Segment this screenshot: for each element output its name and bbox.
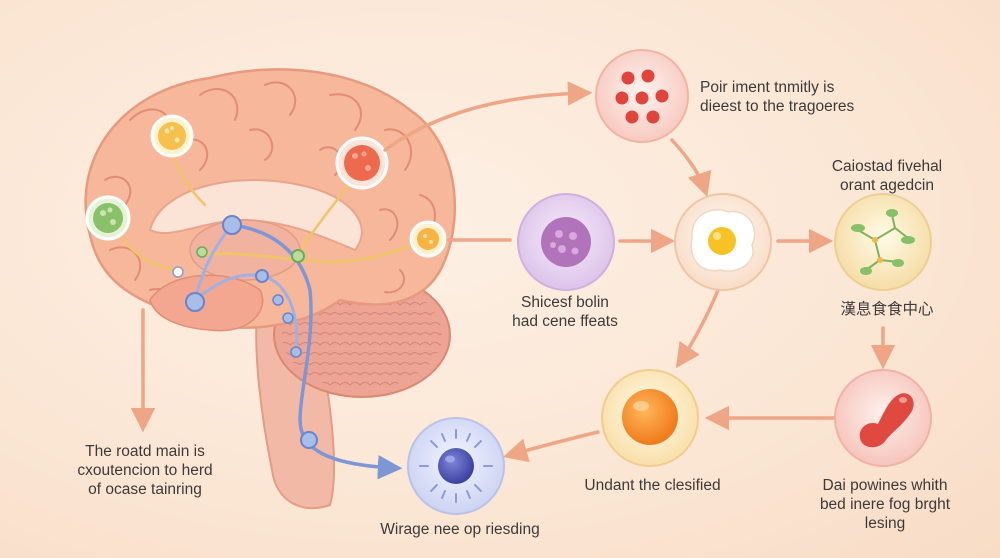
label-center-bottom-line-1: Undant the clesified	[584, 477, 721, 494]
arrow-egg-to-orange	[675, 288, 720, 369]
label-right-cjk-line-1: 漢息食食中心	[840, 301, 934, 318]
inner-lobe	[149, 274, 264, 332]
flow-arrows	[130, 81, 896, 463]
cell-red-dots	[595, 49, 689, 143]
label-right-top: Caiostad fivehal orant agedcin	[812, 157, 962, 195]
label-bottom: Wirage nee op riesding	[360, 520, 560, 539]
cell-purple	[517, 193, 615, 291]
cell-green-small	[85, 195, 131, 241]
label-top: Poir iment tnmitly is dieest to the trag…	[700, 78, 854, 116]
label-left-bottom-line-2: cxoutencion to herd	[77, 462, 213, 479]
label-right-bottom-line-2: bed inere fog brght	[819, 496, 951, 513]
label-center-bottom: Undant the clesified	[565, 476, 740, 495]
label-right-bottom-line-1: Dai powines whith	[822, 477, 948, 494]
cell-orange	[601, 369, 699, 467]
cell-egg	[674, 193, 772, 291]
label-middle-line-2: had cene ffeats	[512, 313, 618, 330]
cell-red-capsule	[834, 369, 932, 467]
label-bottom-line-1: Wirage nee op riesding	[380, 521, 540, 538]
label-top-line-2: dieest to the tragoeres	[700, 98, 855, 115]
arrow-red-to-egg	[670, 138, 712, 197]
arrow-orange-to-blue	[502, 430, 600, 463]
label-right-cjk: 漢息食食中心	[812, 300, 962, 319]
cell-red-small	[335, 136, 389, 190]
cell-blue	[407, 417, 505, 515]
label-right-top-line-2: orant agedcin	[840, 177, 934, 194]
label-middle: Shicesf bolin had cene ffeats	[490, 293, 640, 331]
label-top-line-1: Poir iment tnmitly is	[700, 79, 835, 96]
label-left-bottom-line-1: The roatd main is	[85, 443, 205, 460]
label-left-bottom: The roatd main is cxoutencion to herd of…	[50, 442, 240, 499]
label-middle-line-1: Shicesf bolin	[521, 294, 609, 311]
arrow-brain-to-red-cell	[383, 81, 593, 152]
cell-orange-small	[409, 220, 447, 258]
label-right-bottom: Dai powines whith bed inere fog brght le…	[800, 476, 970, 533]
label-left-bottom-line-3: of ocase tainring	[88, 481, 202, 498]
cell-green-network	[834, 193, 932, 291]
label-right-top-line-1: Caiostad fivehal	[831, 158, 943, 175]
label-right-bottom-line-3: lesing	[864, 515, 906, 532]
cell-yellow-small	[150, 114, 194, 158]
pathway-nodes	[172, 215, 318, 449]
